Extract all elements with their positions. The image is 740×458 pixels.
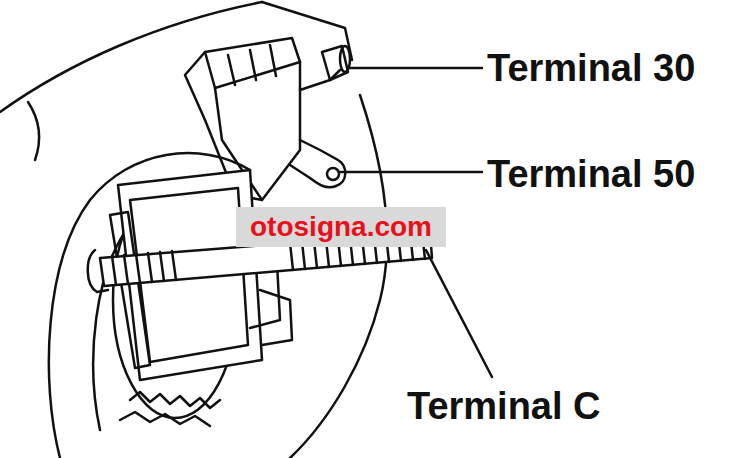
terminal-label: Terminal 50 bbox=[487, 155, 695, 193]
terminal-label: Terminal 30 bbox=[487, 49, 695, 87]
terminal-label: Terminal C bbox=[407, 387, 601, 425]
leader-line bbox=[340, 171, 482, 174]
leader-line bbox=[426, 250, 492, 377]
watermark: otosigna.com bbox=[236, 207, 446, 247]
leader-line bbox=[350, 67, 482, 70]
